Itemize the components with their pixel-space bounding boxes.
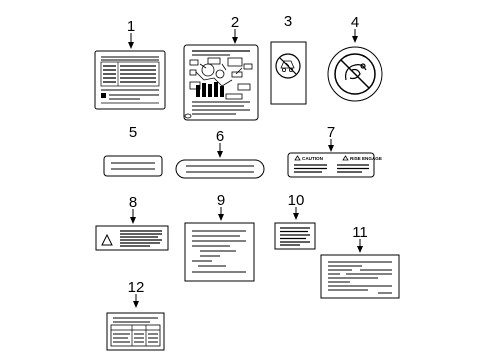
arrowhead-8: [130, 217, 136, 224]
label-part-6: [175, 159, 265, 179]
callout-10: 10: [288, 192, 305, 220]
callout-number-8: 8: [129, 194, 137, 211]
caution-text: CAUTION: [302, 156, 324, 161]
label-part-4: [327, 46, 383, 102]
callout-7: 7: [327, 124, 335, 152]
label-part-8: [95, 225, 169, 251]
callout-12: 12: [128, 279, 145, 308]
callout-8: 8: [129, 194, 137, 224]
callout-number-3: 3: [284, 13, 292, 30]
arrowhead-11: [357, 246, 363, 253]
arrowhead-9: [218, 214, 224, 221]
callout-number-9: 9: [217, 192, 225, 209]
arrowhead-2: [232, 37, 238, 44]
label-part-2: [183, 44, 259, 121]
callout-1: 1: [127, 18, 135, 49]
label-part-11: [320, 254, 400, 299]
arrowhead-12: [133, 301, 139, 308]
callout-11: 11: [352, 224, 368, 253]
label-part-7: CAUTION RISE ENGAGE: [287, 152, 382, 178]
arrowhead-4: [352, 36, 358, 43]
arrowhead-10: [293, 213, 299, 220]
callout-6: 6: [216, 128, 224, 158]
arrowhead-7: [328, 145, 334, 152]
callout-2: 2: [231, 14, 239, 44]
callout-number-7: 7: [327, 124, 335, 141]
callout-number-4: 4: [351, 14, 359, 31]
callout-number-11: 11: [352, 224, 368, 241]
callout-number-1: 1: [127, 18, 135, 35]
callout-number-10: 10: [288, 192, 305, 209]
arrowhead-6: [217, 151, 223, 158]
label-part-1: [94, 50, 166, 110]
arrowhead-1: [128, 42, 134, 49]
callout-number-2: 2: [231, 14, 239, 31]
callout-3: 3: [284, 13, 292, 30]
label-part-5: [103, 155, 163, 177]
callout-number-12: 12: [128, 279, 145, 296]
label-part-3: [270, 41, 307, 105]
label-part-12: [106, 312, 165, 351]
callout-number-5: 5: [129, 124, 137, 141]
label-part-9: [184, 222, 255, 282]
label-part-10: [274, 222, 316, 250]
callout-9: 9: [217, 192, 225, 221]
attention-text: RISE ENGAGE: [350, 156, 382, 161]
callout-number-6: 6: [216, 128, 224, 145]
callout-4: 4: [351, 14, 359, 43]
callout-5: 5: [129, 124, 137, 141]
